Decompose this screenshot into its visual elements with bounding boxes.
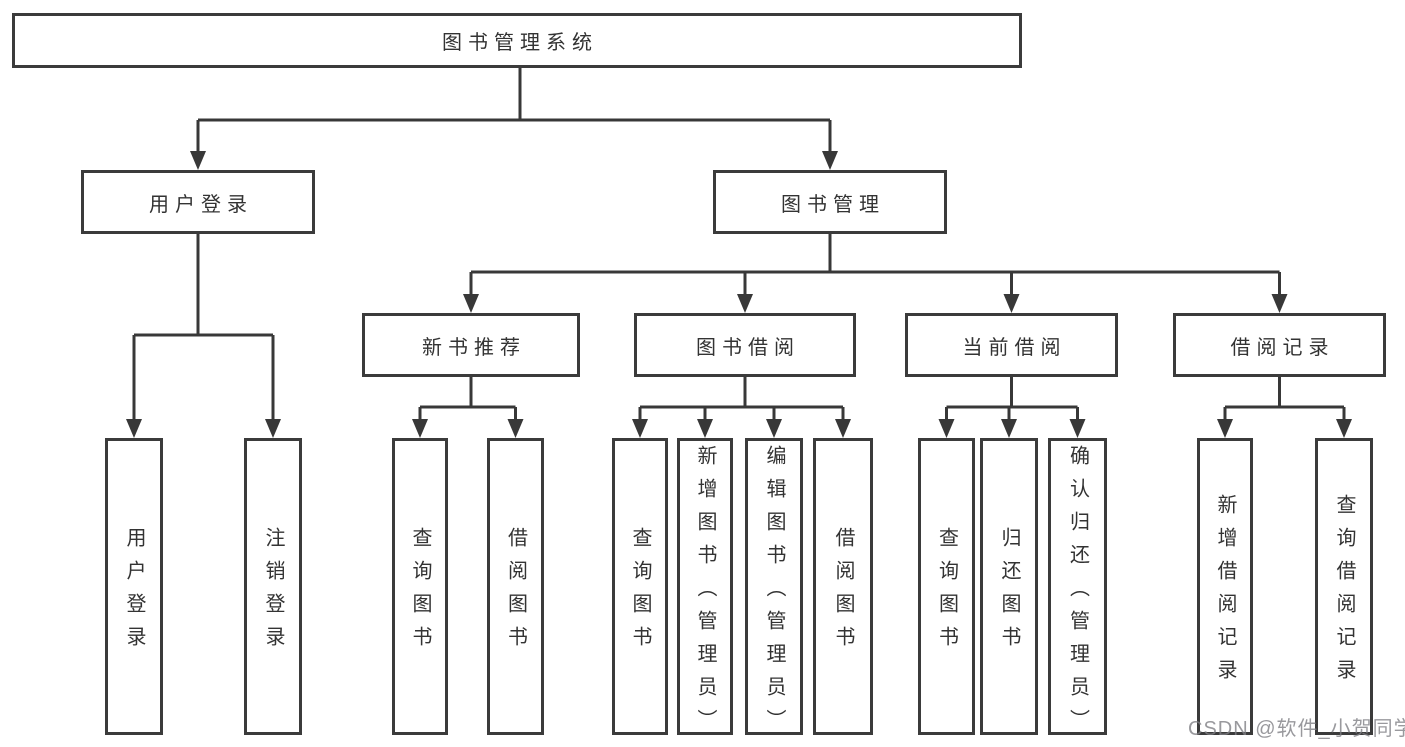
leaf-query-borrow-record: 查询借阅记录 bbox=[1315, 438, 1373, 735]
leaf-add-borrow-record-label: 新增借阅记录 bbox=[1214, 494, 1236, 692]
leaf-edit-book-admin-label: 编辑图书（管理员） bbox=[763, 444, 785, 742]
node-borrowing-records-label: 借阅记录 bbox=[1230, 336, 1335, 359]
node-root: 图书管理系统 bbox=[12, 13, 1022, 68]
node-book-management: 图书管理 bbox=[713, 170, 947, 234]
leaf-return-book: 归还图书 bbox=[980, 438, 1038, 735]
leaf-borrow-books: 借阅图书 bbox=[813, 438, 873, 735]
leaf-query-books-borrowing: 查询图书 bbox=[612, 438, 668, 735]
leaf-borrow-books-recommend-label: 借阅图书 bbox=[504, 527, 527, 659]
csdn-watermark: CSDN @软件_小贺同学 bbox=[1188, 718, 1405, 740]
leaf-query-borrow-record-label: 查询借阅记录 bbox=[1333, 494, 1355, 692]
node-user-login: 用户登录 bbox=[81, 170, 315, 234]
leaf-add-book-admin-label: 新增图书（管理员） bbox=[694, 444, 716, 742]
node-current-borrowing-label: 当前借阅 bbox=[962, 336, 1067, 359]
node-borrowing-records: 借阅记录 bbox=[1173, 313, 1386, 377]
node-book-borrowing-label: 图书借阅 bbox=[696, 336, 800, 359]
leaf-query-books-recommend-label: 查询图书 bbox=[409, 527, 431, 659]
node-new-book-recommend: 新书推荐 bbox=[362, 313, 580, 377]
node-book-borrowing: 图书借阅 bbox=[634, 313, 856, 377]
leaf-query-books-current-label: 查询图书 bbox=[935, 527, 958, 659]
leaf-return-book-label: 归还图书 bbox=[998, 527, 1020, 659]
leaf-borrow-books-label: 借阅图书 bbox=[832, 527, 854, 659]
leaf-user-login: 用户登录 bbox=[105, 438, 163, 735]
leaf-confirm-return-admin: 确认归还（管理员） bbox=[1048, 438, 1107, 742]
leaf-borrow-books-recommend: 借阅图书 bbox=[487, 438, 544, 735]
node-new-book-recommend-label: 新书推荐 bbox=[422, 336, 526, 359]
leaf-query-books-borrowing-label: 查询图书 bbox=[629, 527, 651, 659]
node-user-login-label: 用户登录 bbox=[149, 193, 253, 216]
leaf-add-book-admin: 新增图书（管理员） bbox=[677, 438, 733, 742]
leaf-user-login-label: 用户登录 bbox=[123, 527, 145, 659]
leaf-logout: 注销登录 bbox=[244, 438, 302, 735]
node-book-management-label: 图书管理 bbox=[781, 193, 885, 216]
leaf-add-borrow-record: 新增借阅记录 bbox=[1197, 438, 1253, 735]
leaf-query-books-current: 查询图书 bbox=[918, 438, 975, 735]
node-root-label: 图书管理系统 bbox=[442, 32, 598, 54]
leaf-edit-book-admin: 编辑图书（管理员） bbox=[745, 438, 803, 742]
leaf-query-books-recommend: 查询图书 bbox=[392, 438, 448, 735]
leaf-confirm-return-admin-label: 确认归还（管理员） bbox=[1066, 444, 1089, 742]
leaf-logout-label: 注销登录 bbox=[262, 527, 284, 659]
node-current-borrowing: 当前借阅 bbox=[905, 313, 1118, 377]
